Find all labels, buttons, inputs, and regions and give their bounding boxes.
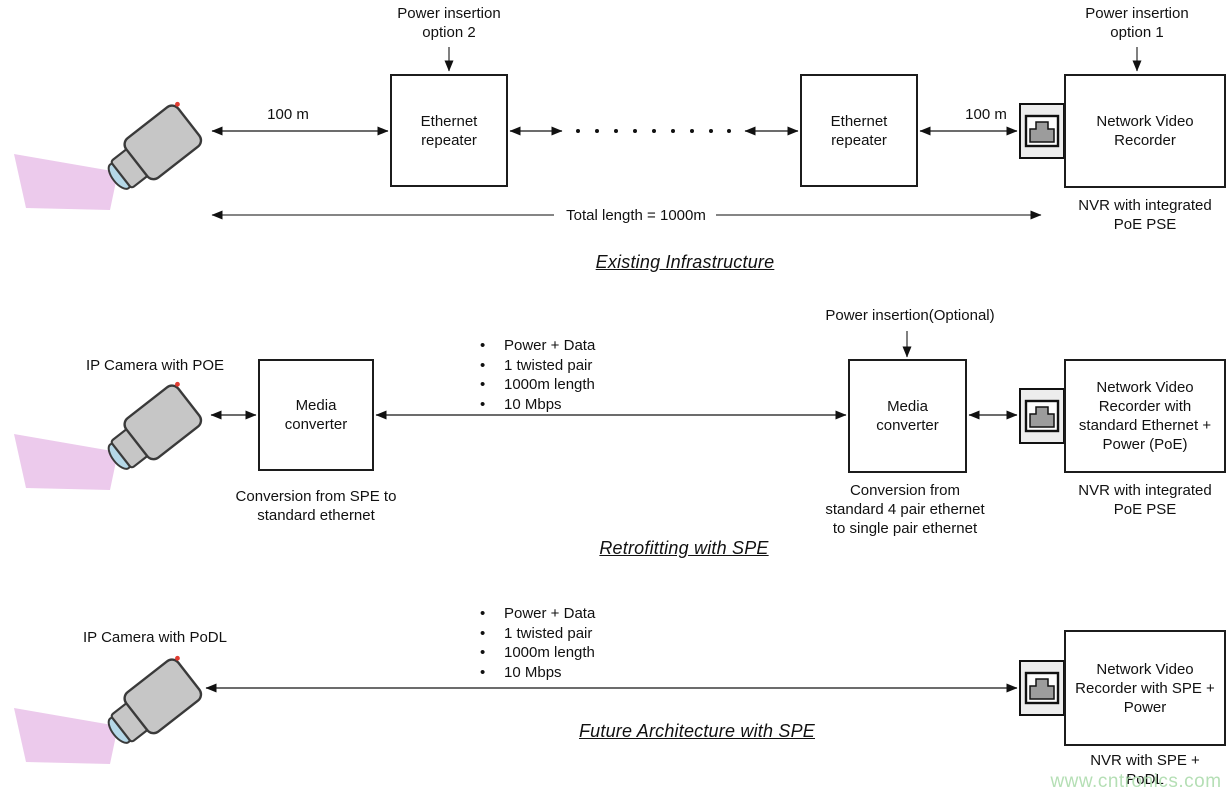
ip-camera-icon-1 (12, 98, 222, 218)
camera-led (175, 655, 180, 661)
bullet-text: 10 Mbps (504, 395, 562, 413)
bullet-item: Power + Data (480, 604, 650, 624)
bullet-text: 1000m length (504, 376, 595, 393)
bullet-item: 1 twisted pair (480, 624, 650, 644)
rj45-plug (1029, 678, 1055, 700)
bullet-item: 1 twisted pair (480, 356, 650, 376)
power-insertion-optional-label: Power insertion(Optional) (825, 307, 995, 324)
ip-camera-poe-label: IP Camera with POE (85, 357, 225, 374)
bullet-text: Power + Data (504, 605, 596, 622)
camera-beam (14, 434, 118, 490)
camera-led (175, 381, 180, 387)
power-insertion-option1-label: Power insertion option 1 (1085, 5, 1189, 41)
nvr-caption-retrofit: NVR with integrated PoE PSE (1078, 482, 1212, 518)
bullet-text: 1 twisted pair (504, 356, 593, 374)
section-title-existing: Existing Infrastructure (595, 252, 775, 272)
ethernet-port-icon-2 (1019, 388, 1065, 449)
bullet-text: 1 twisted pair (504, 624, 593, 642)
distance-label-2: 100 m (965, 106, 1007, 123)
camera-body (107, 101, 203, 190)
ethernet-port-icon-1 (1019, 103, 1065, 164)
nvr-box-retrofit: Network Video Recorder with standard Eth… (1064, 359, 1226, 473)
bullet-item: Power + Data (480, 336, 650, 356)
bullet-text: Power + Data (504, 337, 596, 354)
media-converter-right-caption: Conversion from standard 4 pair ethernet… (825, 482, 985, 537)
nvr-caption-existing: NVR with integrated PoE PSE (1078, 197, 1212, 233)
bullet-item: 1000m length (480, 643, 650, 663)
bullet-item: 10 Mbps (480, 663, 650, 683)
bullet-text: 1000m length (504, 644, 595, 661)
spec-bullet-list-future: Power + Data 1 twisted pair 1000m length… (480, 604, 650, 682)
camera-beam (14, 708, 118, 764)
camera-body (107, 655, 203, 744)
bullet-item: 10 Mbps (480, 395, 650, 415)
ethernet-repeater-box-2: Ethernet repeater (800, 74, 918, 187)
section-title-retrofit: Retrofitting with SPE (599, 538, 769, 558)
nvr-box-existing: Network Video Recorder (1064, 74, 1226, 188)
ip-camera-icon-2 (12, 378, 222, 498)
section-title-future: Future Architecture with SPE (578, 721, 816, 741)
camera-beam (14, 154, 118, 210)
ip-camera-icon-3 (12, 652, 222, 772)
media-converter-box-right: Media converter (848, 359, 967, 473)
bullet-text: 10 Mbps (504, 663, 562, 681)
total-length-label: Total length = 1000m (566, 207, 706, 224)
rj45-plug (1029, 121, 1055, 143)
spec-bullet-list-retrofit: Power + Data 1 twisted pair 1000m length… (480, 336, 650, 414)
camera-led (175, 101, 180, 107)
ethernet-port-icon-3 (1019, 660, 1065, 721)
power-insertion-option2-label: Power insertion option 2 (397, 5, 501, 41)
bullet-item: 1000m length (480, 375, 650, 395)
watermark: www.cntronics.com (1050, 771, 1222, 792)
distance-label-1: 100 m (267, 106, 309, 123)
nvr-box-future: Network Video Recorder with SPE + Power (1064, 630, 1226, 746)
ethernet-repeater-box-1: Ethernet repeater (390, 74, 508, 187)
dotted-repeater-link (576, 129, 731, 133)
media-converter-box-left: Media converter (258, 359, 374, 471)
rj45-plug (1029, 406, 1055, 428)
media-converter-left-caption: Conversion from SPE to standard ethernet (235, 488, 397, 524)
ip-camera-podl-label: IP Camera with PoDL (83, 629, 227, 646)
camera-body (107, 381, 203, 470)
nvr-caption-future: NVR with SPE + PoDL (1090, 752, 1200, 788)
